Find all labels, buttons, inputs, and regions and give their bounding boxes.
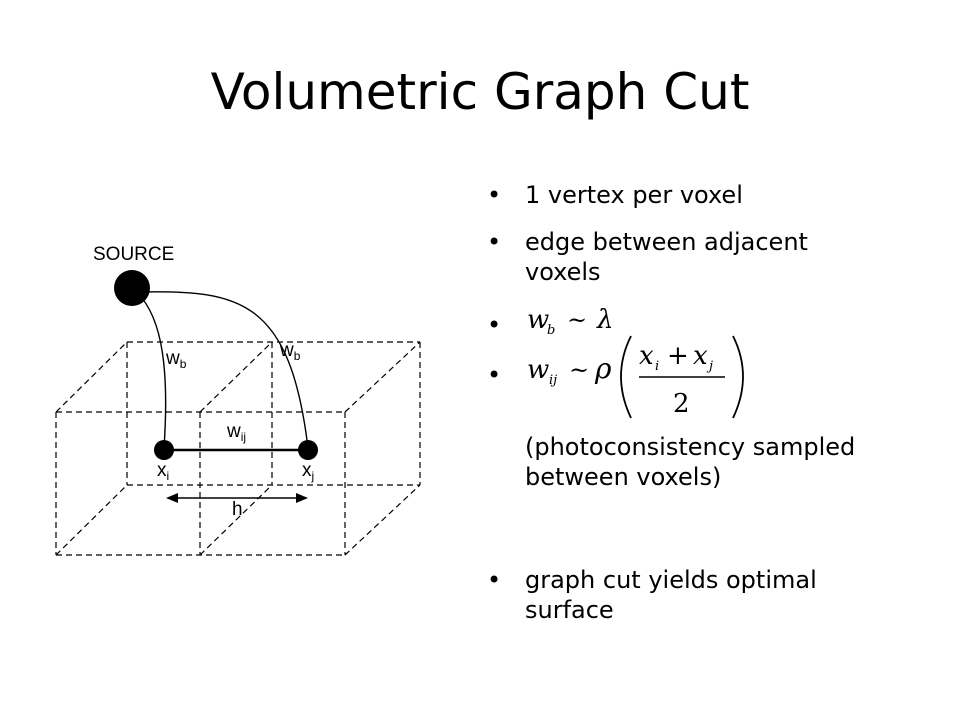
bullet-dot: • — [487, 361, 502, 389]
voxel-boxes — [55, 341, 421, 556]
svg-text:λ: λ — [596, 305, 613, 335]
bullet-dot: • — [487, 311, 502, 339]
svg-text:x: x — [693, 341, 708, 371]
svg-text:w: w — [527, 305, 549, 335]
right-paren — [732, 335, 744, 419]
xi-label: xi — [157, 460, 169, 483]
source-label: SOURCE — [93, 244, 174, 265]
svg-text:x: x — [639, 341, 654, 371]
svg-text:~: ~ — [569, 356, 589, 384]
connect-bm — [199, 484, 273, 556]
bullet-2-line-2: voxels — [525, 258, 601, 286]
svg-text:i: i — [655, 359, 659, 374]
wij-label: wij — [226, 421, 246, 444]
svg-text:~: ~ — [567, 306, 587, 334]
slide-title: Volumetric Graph Cut — [210, 63, 750, 121]
svg-text:+: + — [667, 341, 689, 371]
note-line-1: (photoconsistency sampled — [525, 433, 856, 461]
bullet-5-line-1: graph cut yields optimal — [525, 566, 817, 594]
svg-text:w: w — [527, 355, 549, 385]
connect-tl — [55, 341, 128, 413]
svg-text:2: 2 — [673, 389, 690, 419]
source-edge-right — [139, 291, 309, 449]
bullet-5-line-2: surface — [525, 596, 614, 624]
svg-text:ij: ij — [549, 373, 557, 388]
formula-wij: w ij ~ ρ x i + x j 2 — [527, 335, 744, 419]
bullet-dot: • — [487, 228, 502, 256]
graph-cut-diagram: SOURCE wb wb wij xi xj h — [55, 244, 421, 556]
wb-left-label: wb — [165, 348, 187, 371]
connect-br — [344, 484, 421, 556]
connect-tr — [344, 341, 421, 413]
bullet-5-text: graph cut yields optimal surface — [525, 565, 905, 625]
note-line-2: between voxels) — [525, 463, 722, 491]
h-label: h — [232, 499, 243, 520]
left-paren — [620, 335, 632, 419]
xj-label: xj — [302, 460, 314, 483]
bullet-2-text: edge between adjacent voxels — [525, 227, 905, 287]
bullet-dot: • — [487, 181, 502, 209]
node-xj — [298, 440, 318, 460]
bullet-2-line-1: edge between adjacent — [525, 228, 808, 256]
source-edge-left — [131, 287, 167, 449]
formula-wb: w b ~ λ — [527, 305, 613, 338]
bullet-1-text: 1 vertex per voxel — [525, 181, 743, 209]
node-xi — [154, 440, 174, 460]
svg-text:ρ: ρ — [594, 352, 612, 385]
spacing-arrow — [166, 493, 308, 503]
wb-right-label: wb — [279, 340, 301, 363]
source-node — [114, 270, 150, 306]
note-text: (photoconsistency sampled between voxels… — [525, 432, 905, 492]
connect-bl — [55, 484, 128, 556]
svg-text:b: b — [547, 323, 555, 338]
connect-tm — [199, 341, 273, 413]
svg-text:j: j — [706, 359, 713, 374]
bullet-dot: • — [487, 566, 502, 594]
